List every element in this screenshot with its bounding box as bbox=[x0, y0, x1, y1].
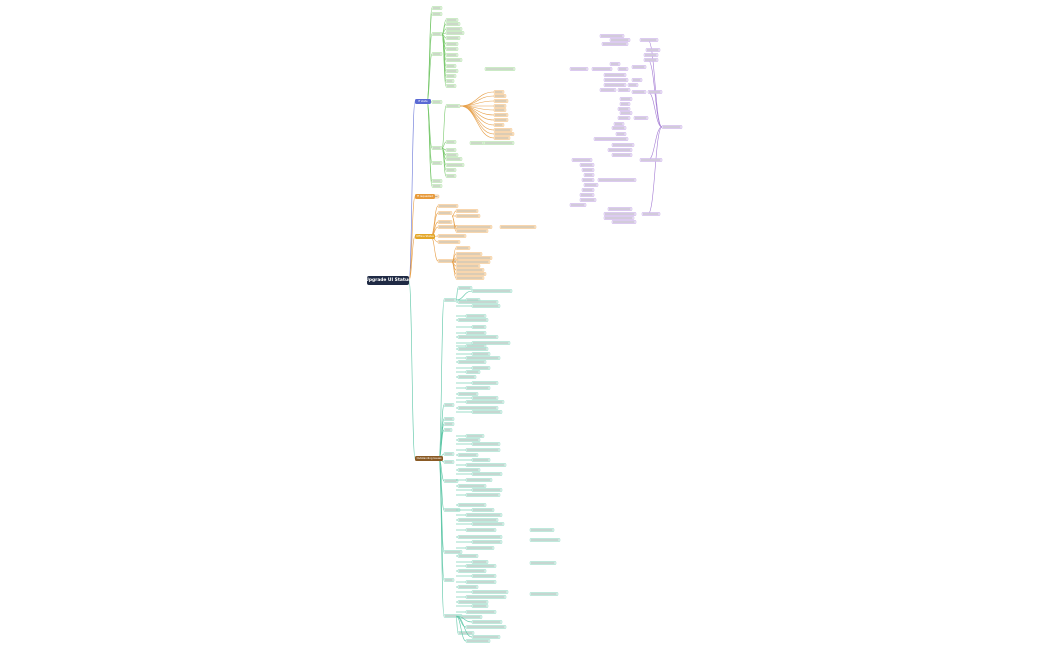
connector-line bbox=[459, 105, 495, 139]
connector-line bbox=[441, 33, 447, 87]
connector-line bbox=[430, 236, 439, 262]
connector-line bbox=[408, 101, 416, 281]
connector-line bbox=[451, 261, 457, 279]
connector-line bbox=[647, 126, 663, 161]
connector-line bbox=[430, 212, 439, 237]
branch-node-outstanding[interactable]: Outstanding Issues bbox=[415, 456, 443, 461]
connector-line bbox=[441, 105, 447, 149]
connector-line bbox=[426, 33, 433, 102]
connector-line bbox=[455, 287, 459, 301]
connector-line bbox=[459, 91, 495, 107]
root-node[interactable]: Upgrade UI Status bbox=[365, 276, 411, 285]
connector-line bbox=[438, 299, 445, 459]
connector-line bbox=[647, 91, 663, 128]
connector-line bbox=[455, 615, 467, 642]
connector-line bbox=[438, 458, 445, 581]
connector-line bbox=[451, 215, 457, 232]
connector-line bbox=[438, 458, 445, 617]
connector-line bbox=[426, 101, 433, 187]
branch-node-requested[interactable]: ff requested bbox=[415, 194, 435, 199]
connector-line bbox=[455, 615, 459, 634]
connector-line bbox=[408, 279, 416, 459]
connector-line bbox=[647, 39, 663, 128]
connector-line bbox=[438, 458, 445, 553]
connector-line bbox=[408, 236, 416, 281]
connector-line bbox=[647, 126, 663, 215]
connector-line bbox=[426, 13, 433, 102]
branch-node-offline[interactable]: Offline Status bbox=[415, 234, 435, 239]
connector-line bbox=[451, 210, 457, 217]
connector-line bbox=[441, 141, 447, 149]
connector-line bbox=[441, 147, 447, 177]
branch-node-status[interactable]: ff state bbox=[415, 99, 431, 104]
connector-line bbox=[455, 615, 473, 638]
connector-line bbox=[426, 101, 433, 164]
